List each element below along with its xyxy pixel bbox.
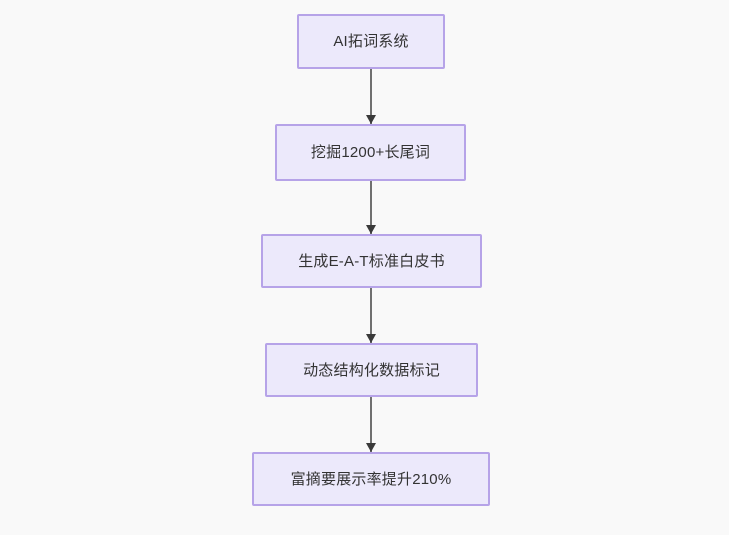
arrowhead-icon bbox=[366, 334, 376, 343]
arrowhead-icon bbox=[366, 225, 376, 234]
flow-node-label: 生成E-A-T标准白皮书 bbox=[298, 252, 445, 270]
flow-edge-line bbox=[370, 288, 372, 343]
arrowhead-icon bbox=[366, 443, 376, 452]
flow-node[interactable]: 富摘要展示率提升210% bbox=[252, 452, 490, 506]
flow-node[interactable]: 动态结构化数据标记 bbox=[265, 343, 478, 397]
flow-edge bbox=[366, 69, 376, 124]
flow-edge bbox=[366, 288, 376, 343]
flow-edge-line bbox=[370, 397, 372, 452]
flow-node[interactable]: 生成E-A-T标准白皮书 bbox=[261, 234, 482, 288]
flow-node-label: 挖掘1200+长尾词 bbox=[310, 144, 431, 161]
flow-edge-line bbox=[370, 181, 372, 234]
flow-node-label: AI拓词系统 bbox=[333, 33, 409, 50]
flow-node-label: 动态结构化数据标记 bbox=[303, 361, 440, 379]
flow-node-label: 富摘要展示率提升210% bbox=[290, 470, 452, 488]
flow-node[interactable]: 挖掘1200+长尾词 bbox=[275, 124, 466, 181]
flow-node[interactable]: AI拓词系统 bbox=[297, 14, 445, 69]
flow-edge bbox=[366, 181, 376, 234]
arrowhead-icon bbox=[366, 115, 376, 124]
flow-edge-line bbox=[370, 69, 372, 124]
flow-edge bbox=[366, 397, 376, 452]
